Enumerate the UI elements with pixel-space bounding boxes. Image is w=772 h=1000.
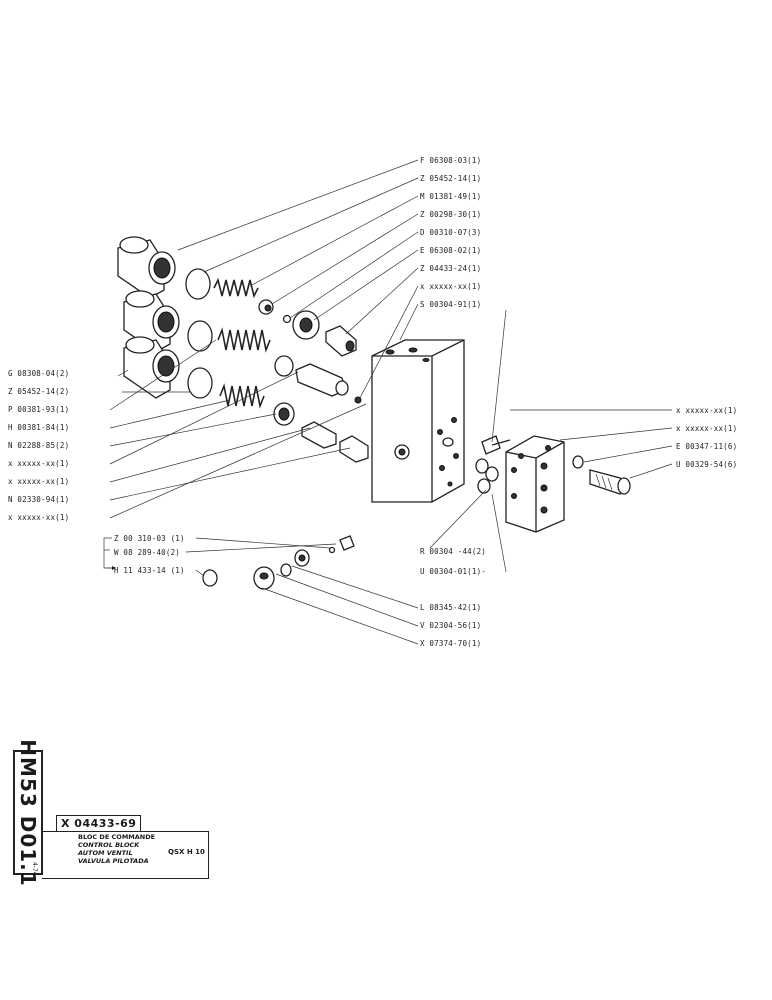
o-ring-1: [185, 268, 211, 300]
label-H-11433: H 11 433-14 (1): [114, 566, 185, 575]
main-valve-block: [371, 339, 465, 503]
labels-lower-left: Z 00 310-03 (1) W 08 289-40(2) H 11 433-…: [106, 534, 185, 575]
o-rings-small: [475, 458, 499, 494]
label-W: W 08 289-40(2): [114, 548, 180, 557]
cap-fitting-1: [117, 236, 176, 299]
label-X: X 07374-70(1): [420, 639, 481, 648]
desc-en: CONTROL BLOCK: [78, 841, 140, 849]
desc-fr: BLOC DE COMMANDE: [78, 833, 156, 841]
ring-small-lower: [202, 569, 218, 587]
seat-small: [258, 299, 274, 315]
labels-bottom: L 08345-42(1) V 02304-56(1) X 07374-70(1…: [420, 603, 481, 648]
label-F: F 06308-03(1): [420, 156, 481, 165]
label-x-right-1: x xxxxx-xx(1): [676, 406, 737, 415]
label-G: G 08308-04(2): [8, 369, 69, 378]
desc-de: AUTOM VENTIL: [78, 849, 133, 857]
ring-lower: [280, 563, 292, 577]
label-S: S 00304-91(1): [420, 300, 481, 309]
label-Z-00310: Z 00 310-03 (1): [114, 534, 185, 543]
label-x-upper: x xxxxx-xx(1): [420, 282, 481, 291]
o-ring-2: [187, 320, 213, 352]
piston-plug: [325, 325, 357, 357]
label-x-right-2: x xxxxx-xx(1): [676, 424, 737, 433]
reference-number: X 04433-69: [56, 815, 142, 832]
labels-left: G 08308-04(2) Z 05452-14(2) P 00381-93(1…: [8, 369, 69, 522]
spool-valve: [295, 363, 349, 397]
leader-lines: [109, 159, 673, 645]
nipple-small: [328, 535, 355, 554]
label-Z-05452: Z 05452-14(1): [420, 174, 481, 183]
label-U-00329: U 00329-54(6): [676, 460, 737, 469]
label-Z-04433: Z 04433-24(1): [420, 264, 481, 273]
label-Z-00298: Z 00298-30(1): [420, 210, 481, 219]
label-x-left-1: x xxxxx-xx(1): [8, 459, 69, 468]
fitting-lower: [294, 549, 310, 567]
plug-small: [339, 435, 369, 463]
cap-fitting-3: [123, 336, 180, 399]
title-divider-top: [42, 831, 208, 832]
date-stamp: 4-74: [31, 862, 38, 876]
plug-lower: [253, 566, 275, 590]
label-Z-05452-2: Z 05452-14(2): [8, 387, 69, 396]
label-D: D 00310-07(3): [420, 228, 481, 237]
label-H: H 00381-84(1): [8, 423, 69, 432]
desc-es: VALVULA PILOTADA: [78, 857, 149, 865]
label-E-06308: E 06308-02(1): [420, 246, 481, 255]
labels-far-right: x xxxxx-xx(1) x xxxxx-xx(1) E 00347-11(6…: [676, 406, 737, 469]
label-E-00347: E 00347-11(6): [676, 442, 737, 451]
washer-flat: [274, 355, 294, 377]
spring-small: [213, 277, 259, 299]
small-ball-2: [354, 396, 362, 404]
bolt-pin: [481, 435, 511, 455]
label-V: V 02304-56(1): [420, 621, 481, 630]
label-R: R 00304 -44(2): [420, 547, 486, 556]
label-U-00304: U 00304-01(1)-: [420, 567, 486, 576]
label-P: P 00381-93(1): [8, 405, 69, 414]
piston-seat: [292, 310, 320, 340]
title-divider-right: [208, 831, 209, 879]
label-x-left-3: x xxxxx-xx(1): [8, 513, 69, 522]
label-x-left-2: x xxxxx-xx(1): [8, 477, 69, 486]
spring-large-2: [219, 383, 265, 409]
label-M: M 01381-49(1): [420, 192, 481, 201]
spool-small: [301, 421, 337, 449]
title-divider-bottom: [42, 878, 208, 879]
side-cover-block: [505, 435, 565, 533]
side-code-box: HM53 D01.1: [13, 739, 43, 886]
arrow-icon: [112, 566, 116, 570]
model-code: QSX H 10: [168, 848, 205, 856]
spring-large-1: [217, 327, 271, 353]
ball-small: [282, 314, 292, 324]
cap-screw: [589, 469, 631, 495]
washer-disc: [273, 402, 295, 426]
description-block: BLOC DE COMMANDE CONTROL BLOCK AUTOM VEN…: [78, 833, 155, 865]
label-L: L 08345-42(1): [420, 603, 481, 612]
labels-lower-mid: R 00304 -44(2) U 00304-01(1)-: [420, 547, 486, 576]
o-ring-3: [187, 367, 213, 399]
washer-screw: [572, 455, 584, 469]
labels-right: F 06308-03(1) Z 05452-14(1) M 01381-49(1…: [420, 156, 481, 309]
label-N-02288: N 02288-85(2): [8, 441, 69, 450]
bracket-lines: [103, 537, 112, 569]
label-N-02330: N 02330-94(1): [8, 495, 69, 504]
